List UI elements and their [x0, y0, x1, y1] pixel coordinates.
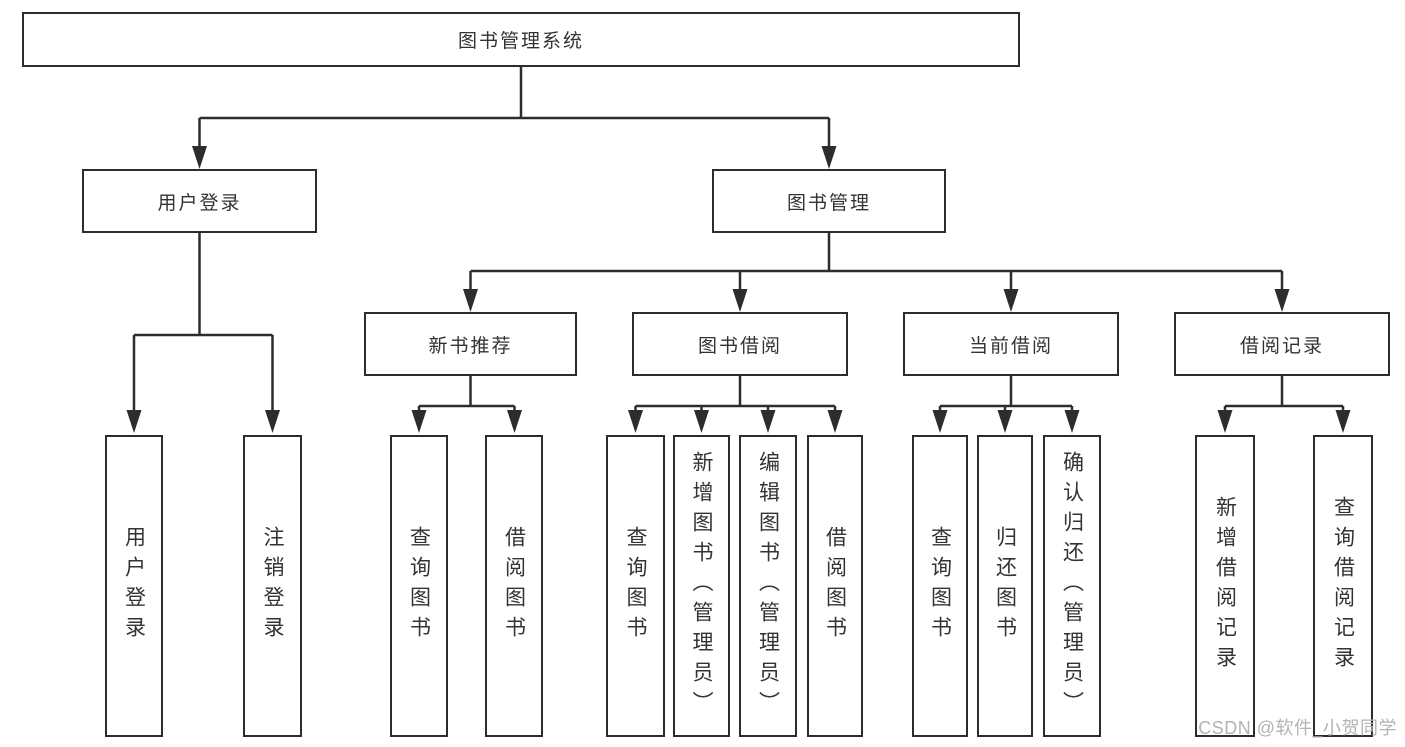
leaf-confirm-return-admin: 确认归还（管理员）	[1043, 435, 1101, 737]
leaf-return-books: 归还图书	[977, 435, 1033, 737]
leaf-recommend-query-books: 查询图书	[390, 435, 448, 737]
node-borrow-records: 借阅记录	[1174, 312, 1390, 376]
node-book-management: 图书管理	[712, 169, 946, 233]
node-book-borrow: 图书借阅	[632, 312, 848, 376]
leaf-user-login: 用户登录	[105, 435, 163, 737]
node-new-book-recommend: 新书推荐	[364, 312, 577, 376]
leaf-borrow-books: 借阅图书	[807, 435, 863, 737]
leaf-add-books-admin: 新增图书（管理员）	[673, 435, 730, 737]
leaf-recommend-borrow-books: 借阅图书	[485, 435, 543, 737]
node-user-login: 用户登录	[82, 169, 317, 233]
leaf-current-query-books: 查询图书	[912, 435, 968, 737]
node-current-borrow: 当前借阅	[903, 312, 1119, 376]
leaf-edit-books-admin: 编辑图书（管理员）	[739, 435, 797, 737]
leaf-borrow-query-books: 查询图书	[606, 435, 665, 737]
csdn-watermark: CSDN @软件_小贺同学	[1198, 718, 1397, 738]
leaf-add-borrow-record: 新增借阅记录	[1195, 435, 1255, 737]
leaf-query-borrow-record: 查询借阅记录	[1313, 435, 1373, 737]
leaf-logout: 注销登录	[243, 435, 302, 737]
node-library-system: 图书管理系统	[22, 12, 1020, 67]
